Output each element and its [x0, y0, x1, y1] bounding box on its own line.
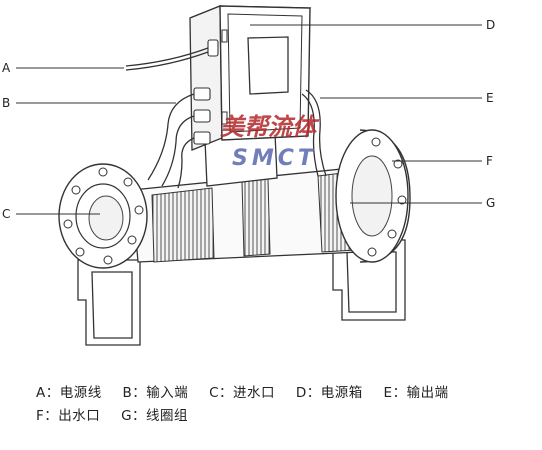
- left-support-stand: [77, 259, 141, 346]
- power-box: [189, 5, 312, 151]
- callout-a: A: [2, 61, 11, 75]
- watermark-cn: 美帮流体: [220, 113, 320, 141]
- legend-row-2: F：出水口 G：线圈组: [36, 404, 204, 424]
- cable-glands: [193, 39, 219, 145]
- legend-item-b: B：输入端: [122, 385, 189, 401]
- display-window: [247, 36, 289, 95]
- legend-row-1: A：电源线 B：输入端 C：进水口 D：电源箱 E：输出端: [36, 381, 465, 401]
- legend-item-f: F：出水口: [36, 408, 101, 424]
- callout-f: F: [486, 154, 493, 168]
- legend-item-a: A：电源线: [36, 385, 102, 401]
- inlet-flange: [58, 163, 148, 269]
- callout-b: B: [2, 96, 10, 110]
- legend-item-c: C：进水口: [209, 385, 276, 401]
- legend-item-e: E：输出端: [383, 385, 449, 401]
- watermark-logo: 美帮流体 SMCT: [220, 113, 320, 171]
- cables: [125, 47, 327, 189]
- legend-item-g: G：线圈组: [121, 408, 189, 424]
- callout-d: D: [486, 18, 495, 32]
- callout-c: C: [2, 207, 10, 221]
- legend-item-d: D：电源箱: [295, 385, 363, 401]
- callout-leaders: [16, 24, 482, 215]
- callout-g: G: [486, 196, 495, 210]
- outlet-flange: [335, 129, 411, 263]
- watermark-en: SMCT: [232, 146, 317, 171]
- right-support-stand: [332, 239, 406, 321]
- callout-e: E: [486, 91, 494, 105]
